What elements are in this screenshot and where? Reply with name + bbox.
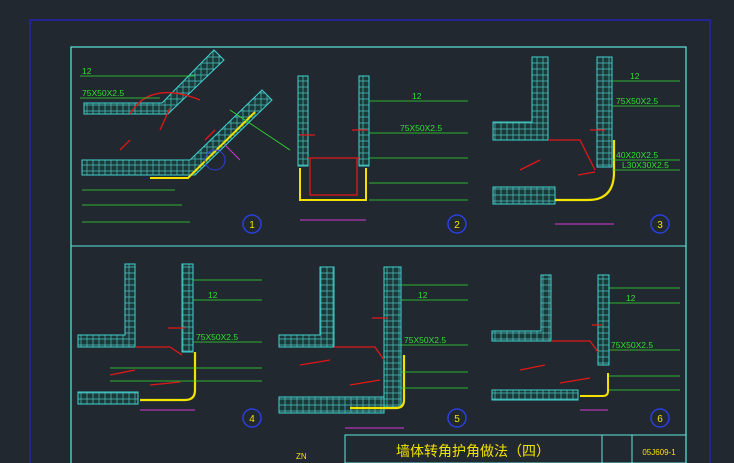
detail-3-number-circle [650,214,670,234]
detail-1-leader-3 [229,109,291,151]
detail-6-number-circle [650,408,670,428]
detail-2-rebar [300,129,368,196]
detail-1-wall-upper [83,49,225,115]
detail-2-label-channel: 75X50X2.5 [400,123,442,133]
detail-4: 12 75X50X2.5 4 [77,263,262,428]
detail-3-label-channel: 75X50X2.5 [616,96,658,106]
detail-3-label-channel-small: 40X20X2.5 [616,150,658,160]
detail-6-wall-right [597,274,610,366]
detail-3-number: 3 [657,220,663,231]
detail-2-wall-right [358,75,370,167]
detail-4-wall-left [77,263,136,348]
drawing-title: 墙体转角护角做法（四） [396,443,550,459]
detail-5-label-channel: 75X50X2.5 [404,335,446,345]
detail-2-wall-left [297,75,309,167]
detail-6-wall-left [491,274,552,342]
detail-2-number-circle [447,214,467,234]
detail-5-rebar [299,317,388,386]
detail-1-arc [204,149,226,171]
detail-1-label-channel: 75X50X2.5 [82,88,124,98]
detail-1-number-circle [242,214,262,234]
detail-6-label-channel: 75X50X2.5 [611,340,653,350]
detail-5-number: 5 [454,414,460,425]
detail-3-label-angle: L30X30X2.5 [622,160,669,170]
detail-5-guard [350,355,406,410]
detail-6-number: 6 [657,414,663,425]
detail-5-wall-bottom [278,396,385,414]
detail-1: 12 75X50X2.5 1 [80,49,291,234]
detail-3: 12 75X50X2.5 40X20X2.5 L30X30X2.5 3 [492,56,680,234]
detail-4-wall-bottom [77,391,139,405]
detail-4-rebar [109,327,185,386]
detail-5-wall-left [278,266,335,348]
detail-1-dim [224,144,241,161]
inner-frame [70,46,687,463]
detail-2-label-12: 12 [412,91,422,101]
detail-5-wall-right [383,266,402,408]
detail-4-guard [140,352,197,402]
footer-mark: ZN [296,452,307,461]
detail-2-number: 2 [454,220,460,231]
detail-1-label-12: 12 [82,66,92,76]
detail-4-wall-right [181,263,194,353]
detail-1-guard [150,111,256,179]
detail-5: 12 75X50X2.5 5 [278,266,468,429]
detail-6-wall-bottom [491,389,579,401]
detail-6-rebar [519,324,602,384]
detail-1-rebar [119,91,216,151]
outer-frame [29,19,711,463]
detail-3-wall-right [596,56,613,168]
detail-1-number: 1 [249,220,255,231]
detail-4-number: 4 [249,414,255,425]
detail-6: 12 75X50X2.5 6 [491,274,680,428]
title-block-frame [344,434,687,463]
detail-4-number-circle [242,408,262,428]
detail-4-label-12: 12 [208,290,218,300]
detail-5-label-12: 12 [418,290,428,300]
detail-6-label-12: 12 [626,293,636,303]
detail-4-label-channel: 75X50X2.5 [196,332,238,342]
detail-3-wall-bottom [492,186,556,205]
detail-3-guard [555,140,616,202]
detail-5-number-circle [447,408,467,428]
title-block: 墙体转角护角做法（四） 05J609-1 ZN [296,434,687,463]
detail-3-wall-left [492,56,549,141]
detail-3-rebar [519,129,605,176]
drawing-number: 05J609-1 [642,448,676,457]
detail-3-label-12: 12 [630,71,640,81]
detail-2: 12 75X50X2.5 2 [297,75,468,234]
detail-2-guard [299,168,367,201]
detail-6-guard [580,373,609,397]
